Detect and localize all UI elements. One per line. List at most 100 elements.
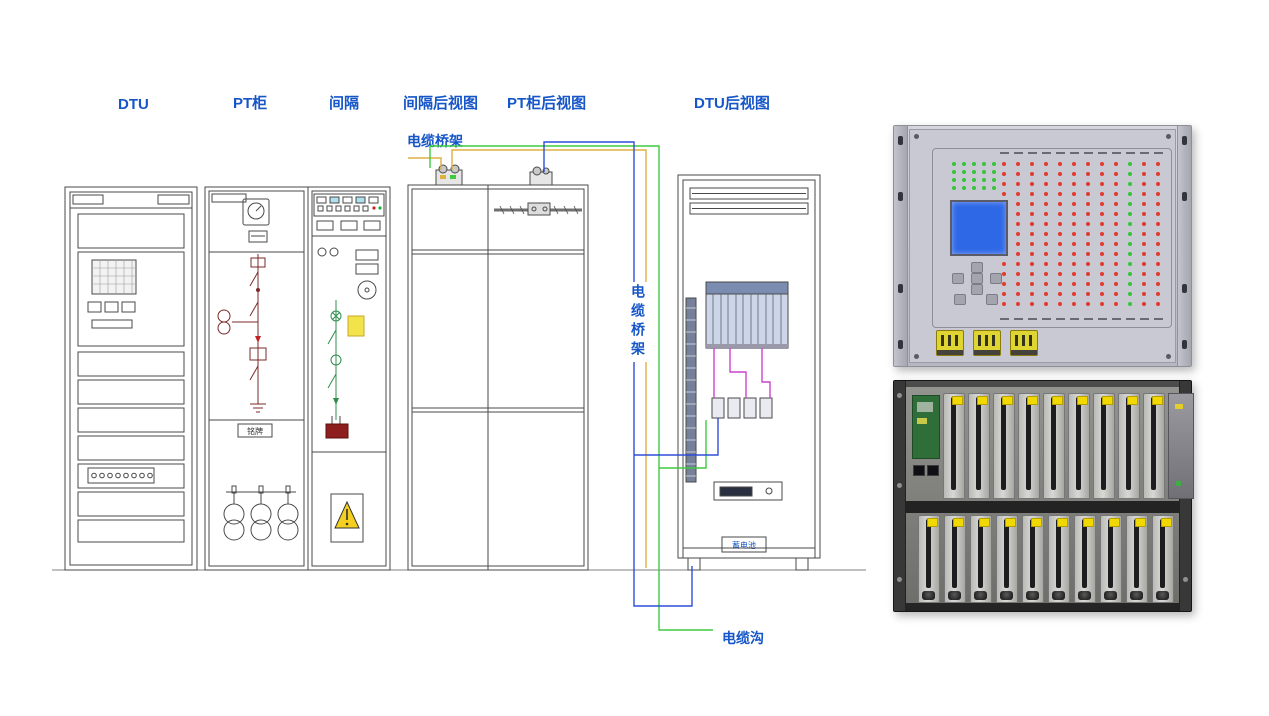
led-green-indicator xyxy=(992,170,996,174)
mounting-hole xyxy=(898,136,903,145)
power-module xyxy=(1018,393,1040,499)
led-green-indicator xyxy=(982,178,986,182)
led-indicator xyxy=(1002,162,1006,166)
module-handle xyxy=(1101,397,1106,490)
power-module xyxy=(1100,515,1122,603)
ethernet-port xyxy=(927,465,939,476)
mounting-hole xyxy=(1182,192,1187,201)
module-base-knob xyxy=(922,591,935,600)
led-indicator xyxy=(1086,262,1090,266)
led-indicator xyxy=(1086,192,1090,196)
led-indicator xyxy=(1100,212,1104,216)
led-indicator xyxy=(1044,262,1048,266)
screw-icon xyxy=(1166,134,1171,139)
module-label xyxy=(1052,396,1063,405)
led-indicator xyxy=(1100,292,1104,296)
led-indicator xyxy=(1044,212,1048,216)
led-indicator xyxy=(1044,222,1048,226)
mounting-hole xyxy=(897,577,902,582)
led-indicator xyxy=(1072,212,1076,216)
terminal-slot xyxy=(1022,335,1025,346)
power-module xyxy=(1152,515,1174,603)
tiny-text-placeholder xyxy=(1140,152,1149,154)
module-label xyxy=(977,396,988,405)
tiny-text-placeholder xyxy=(1098,152,1107,154)
module-handle xyxy=(1056,519,1061,588)
module-label xyxy=(979,518,990,527)
led-green-indicator xyxy=(962,170,966,174)
led-indicator xyxy=(1156,182,1160,186)
module-label xyxy=(1031,518,1042,527)
led-indicator xyxy=(1072,292,1076,296)
module-rack-photo xyxy=(893,380,1194,612)
led-indicator xyxy=(1030,262,1034,266)
led-indicator xyxy=(1072,202,1076,206)
module-handle xyxy=(1076,397,1081,490)
led-indicator xyxy=(1016,202,1020,206)
led-indicator xyxy=(1072,222,1076,226)
led-indicator xyxy=(1142,252,1146,256)
tiny-text-placeholder xyxy=(1000,152,1009,154)
led-indicator xyxy=(1156,202,1160,206)
module-handle xyxy=(976,397,981,490)
terminal-slot xyxy=(992,335,995,346)
power-module xyxy=(1022,515,1044,603)
led-green-indicator xyxy=(982,162,986,166)
tiny-text-placeholder xyxy=(1154,318,1163,320)
led-green-indicator xyxy=(952,186,956,190)
led-indicator xyxy=(1030,212,1034,216)
module-handle xyxy=(1004,519,1009,588)
tiny-text-placeholder xyxy=(1154,152,1163,154)
led-indicator xyxy=(1156,262,1160,266)
mounting-ear xyxy=(894,126,908,366)
label-bay-rear-view: 间隔后视图 xyxy=(403,95,479,112)
module-base-knob xyxy=(1104,591,1117,600)
led-indicator xyxy=(1002,292,1006,296)
nav-button xyxy=(971,262,983,273)
led-indicator xyxy=(1100,202,1104,206)
power-module xyxy=(944,515,966,603)
module-label xyxy=(1002,396,1013,405)
cabinet-line-drawing: 铭牌 xyxy=(52,141,866,631)
module-label xyxy=(1127,396,1138,405)
tiny-text-placeholder xyxy=(1070,152,1079,154)
led-indicator xyxy=(1058,172,1062,176)
module-label xyxy=(1102,396,1113,405)
led-indicator xyxy=(1128,212,1132,216)
tiny-text-placeholder xyxy=(1112,318,1121,320)
led-indicator xyxy=(1142,302,1146,306)
tiny-text-placeholder xyxy=(1042,318,1051,320)
led-indicator xyxy=(1044,272,1048,276)
led-indicator xyxy=(1114,242,1118,246)
power-module xyxy=(1126,515,1148,603)
led-indicator xyxy=(1058,242,1062,246)
mounting-ear xyxy=(1177,126,1191,366)
led-grid-labels-text xyxy=(1000,318,1172,321)
nav-button xyxy=(971,284,983,295)
label-cable-tray-vertical: 电缆桥架 xyxy=(628,282,648,362)
power-module xyxy=(993,393,1015,499)
led-indicator xyxy=(1086,292,1090,296)
module-handle xyxy=(1030,519,1035,588)
mounting-hole xyxy=(1182,136,1187,145)
cabinet-dtu-rear: 蓄电池 xyxy=(677,174,821,571)
led-indicator xyxy=(1142,232,1146,236)
tiny-text-placeholder xyxy=(1056,152,1065,154)
mounting-hole xyxy=(898,340,903,349)
led-indicator xyxy=(1142,242,1146,246)
module-label xyxy=(1077,396,1088,405)
screw-icon xyxy=(914,354,919,359)
led-green-indicator xyxy=(982,186,986,190)
module-handle xyxy=(1151,397,1156,490)
led-indicator xyxy=(1072,162,1076,166)
terminal-connector-row xyxy=(936,330,1047,356)
led-indicator xyxy=(1114,202,1118,206)
tiny-text-placeholder xyxy=(1098,318,1107,320)
led-indicator xyxy=(1086,172,1090,176)
led-indicator xyxy=(1128,172,1132,176)
wire-magenta xyxy=(713,348,771,398)
led-indicator xyxy=(1030,252,1034,256)
mounting-hole xyxy=(1183,577,1188,582)
terminal-block xyxy=(973,330,1001,356)
mounting-hole xyxy=(898,284,903,293)
